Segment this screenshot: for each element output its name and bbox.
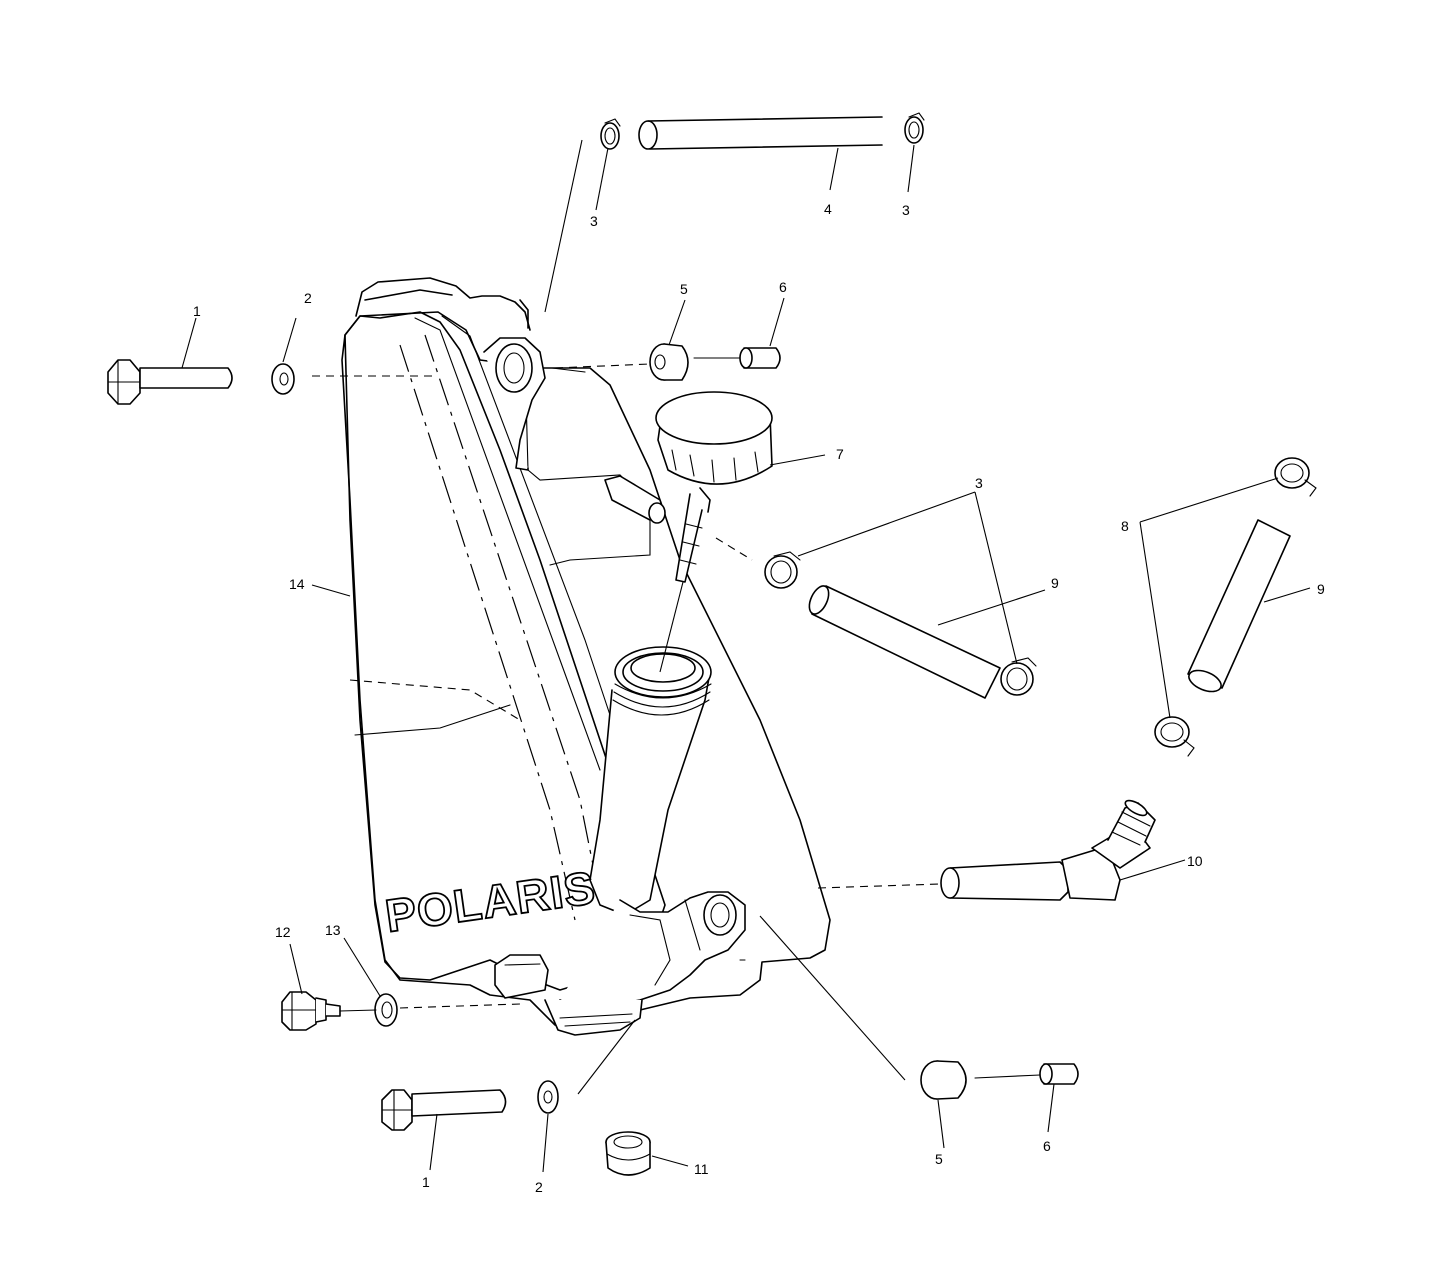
callout-1-bottom: 1: [422, 1174, 430, 1190]
callout-3-top-right: 3: [902, 202, 910, 218]
callout-1-top: 1: [193, 303, 201, 319]
callout-6-bottom: 6: [1043, 1138, 1051, 1154]
filler-cap-dipstick: [655, 391, 773, 583]
grommet-bottom: [920, 1060, 967, 1100]
drain-plug: [281, 991, 341, 1031]
callout-14: 14: [289, 576, 305, 592]
callout-9-right: 9: [1317, 581, 1325, 597]
washer-bottom: [537, 1080, 559, 1114]
hose-clamp-right-top: [1274, 457, 1317, 497]
hose-clamp-right-bottom: [1154, 716, 1195, 757]
grommet-top: [649, 343, 689, 381]
top-hose-assembly: [544, 112, 925, 313]
callout-5-top: 5: [680, 281, 688, 297]
callout-6-top: 6: [779, 279, 787, 295]
drain-plug-washer: [374, 993, 398, 1027]
washer-top: [271, 363, 295, 395]
callout-11: 11: [694, 1161, 709, 1177]
drain-hose-mid: [808, 585, 1001, 699]
oil-tank: [341, 277, 831, 1036]
sleeve-bottom: [1039, 1063, 1079, 1085]
callout-3-top-left: 3: [590, 213, 598, 229]
callout-3-middle: 3: [975, 475, 983, 491]
callout-7: 7: [836, 446, 844, 462]
vent-hose-top: [638, 116, 883, 150]
plug-grommet: [605, 1131, 651, 1176]
hose-clamp-mid-right: [1000, 657, 1037, 696]
hose-clamp-right: [904, 112, 925, 144]
callout-10: 10: [1187, 853, 1203, 869]
leader-lines: [181, 144, 1311, 1173]
hose-clamp-left: [600, 118, 621, 150]
callout-2-top: 2: [304, 290, 312, 306]
callout-13: 13: [325, 922, 341, 938]
callout-9-middle: 9: [1051, 575, 1059, 591]
callout-12: 12: [275, 924, 291, 940]
callout-8: 8: [1121, 518, 1129, 534]
bolt-top: [107, 359, 233, 405]
sleeve-top: [739, 347, 781, 369]
bolt-bottom: [381, 1089, 507, 1131]
elbow-fitting: [940, 799, 1156, 901]
callout-5-bottom: 5: [935, 1151, 943, 1167]
hose-clamp-mid-left: [764, 551, 801, 589]
drain-hose-right: [1187, 519, 1291, 693]
callout-labels: 3 4 3 1 2 5 6 7 3 8 9 9 14 10 12 13 1 2 …: [193, 201, 1325, 1195]
callout-4: 4: [824, 201, 832, 217]
callout-2-bottom: 2: [535, 1179, 543, 1195]
